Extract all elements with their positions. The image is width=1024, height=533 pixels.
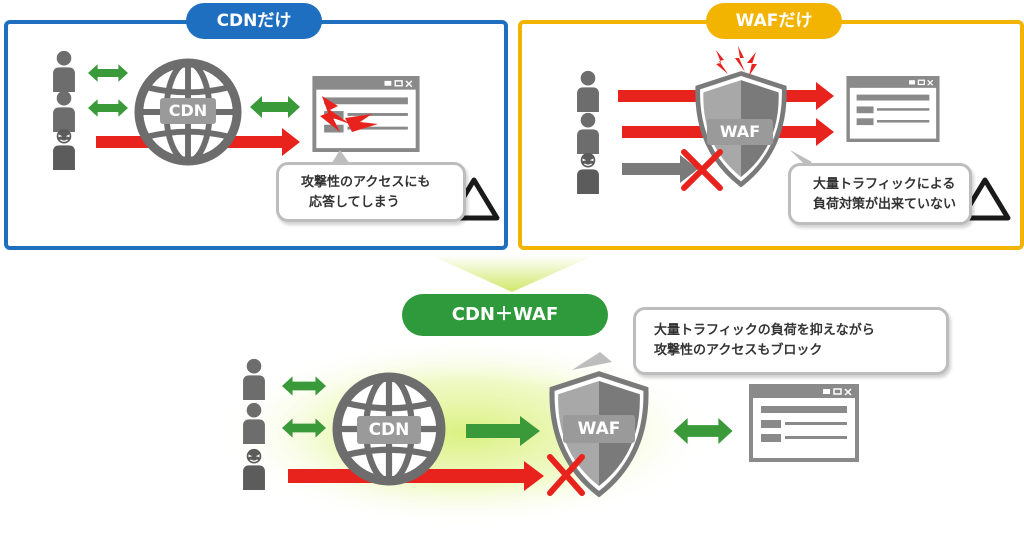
combined-waf-label: WAF bbox=[563, 415, 635, 443]
waf-only-note: 大量トラフィックによる 負荷対策が出来ていない bbox=[788, 163, 972, 225]
combined-note: 大量トラフィックの負荷を抑えながら 攻撃性のアクセスもブロック bbox=[633, 307, 949, 375]
note-line: 応答してしまう bbox=[309, 195, 400, 210]
blocked-arrow-icon bbox=[622, 155, 698, 183]
cdn-only-note: 攻撃性のアクセスにも 応答してしまう bbox=[276, 162, 466, 222]
lightning-icon bbox=[747, 52, 757, 76]
waf-only-title: WAFだけ bbox=[706, 3, 842, 39]
note-line: 攻撃性のアクセスもブロック bbox=[654, 343, 823, 358]
lightning-icon bbox=[345, 114, 378, 132]
connector-funnel bbox=[430, 255, 595, 292]
triangle-icon bbox=[959, 177, 1011, 221]
lightning-icon bbox=[716, 50, 728, 74]
note-line: 攻撃性のアクセスにも bbox=[301, 175, 431, 190]
waf-shield-label: WAF bbox=[707, 119, 773, 145]
cdn-globe-label: CDN bbox=[160, 98, 216, 124]
browser-window-icon bbox=[751, 386, 857, 460]
note-line: 大量トラフィックによる bbox=[813, 177, 956, 192]
cdn-only-title: CDNだけ bbox=[186, 3, 322, 39]
block-x-icon bbox=[547, 454, 585, 496]
note-line: 大量トラフィックの負荷を抑えながら bbox=[654, 323, 875, 338]
combined-title: CDN＋WAF bbox=[402, 294, 608, 336]
lightning-icon bbox=[735, 46, 745, 72]
lightning-icon bbox=[320, 96, 350, 132]
user-icon bbox=[243, 358, 265, 400]
combined-cdn-label: CDN bbox=[357, 416, 421, 444]
block-x-icon bbox=[681, 149, 723, 191]
forward-arrow-icon bbox=[466, 416, 540, 446]
note-line: 負荷対策が出来ていない bbox=[813, 197, 957, 212]
